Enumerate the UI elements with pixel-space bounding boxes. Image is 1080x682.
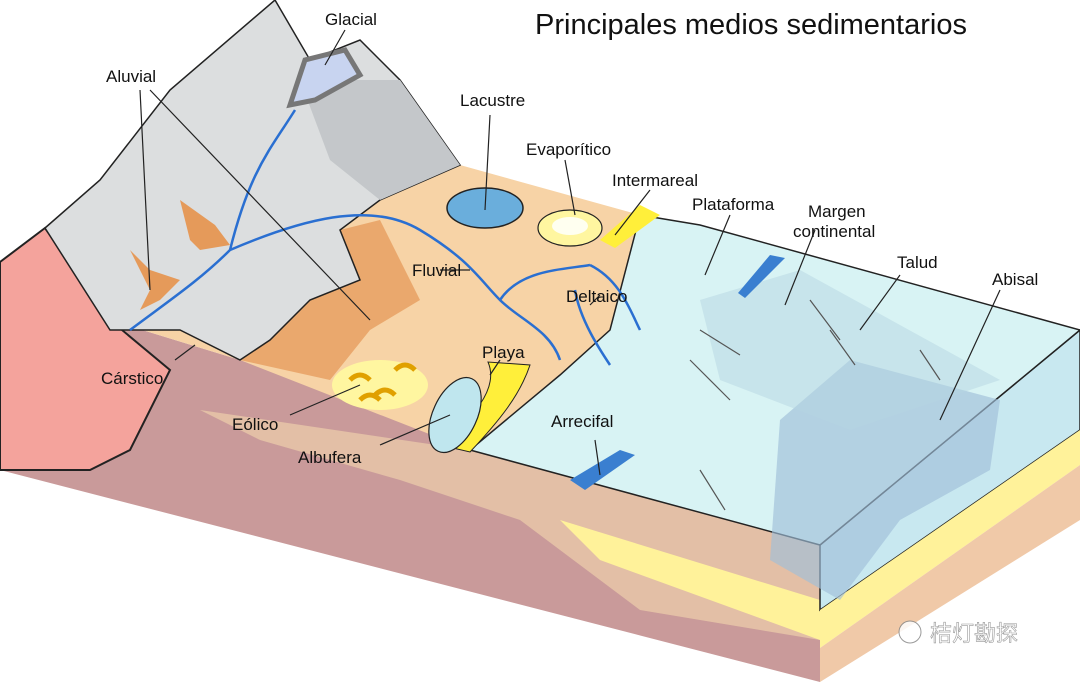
wechat-icon bbox=[898, 620, 922, 644]
label-lacustre: Lacustre bbox=[460, 91, 525, 110]
label-eolico: Eólico bbox=[232, 415, 278, 434]
label-margen: Margen bbox=[808, 202, 866, 221]
glacier bbox=[286, 47, 364, 109]
mountain-shadow bbox=[300, 80, 460, 200]
right-face-base bbox=[820, 465, 1080, 682]
label-intermareal: Intermareal bbox=[612, 171, 698, 190]
label-albufera: Albufera bbox=[298, 448, 362, 467]
dune-field bbox=[332, 360, 428, 410]
label-talud: Talud bbox=[897, 253, 938, 272]
sand-layer-front bbox=[560, 520, 820, 640]
diagram-title: Principales medios sedimentarios bbox=[535, 9, 967, 41]
shelf-reef bbox=[738, 255, 785, 298]
reef bbox=[570, 450, 635, 490]
label-playa: Playa bbox=[482, 343, 525, 362]
label-abisal: Abisal bbox=[992, 270, 1038, 289]
alluvial-fan-1 bbox=[130, 250, 180, 310]
lagoon bbox=[428, 376, 482, 454]
label-glacial: Glacial bbox=[325, 10, 377, 29]
evaporite-core bbox=[552, 217, 588, 235]
label-aluvial: Aluvial bbox=[106, 67, 156, 86]
alluvial-fan-2 bbox=[180, 200, 230, 250]
intertidal-strip bbox=[600, 205, 660, 248]
leader-lines bbox=[139, 29, 1001, 476]
watermark-text: 桔灯勘探 bbox=[930, 622, 1018, 647]
label-carstico: Cárstico bbox=[101, 369, 163, 388]
dune bbox=[348, 362, 417, 402]
label-deltaico: Deltaico bbox=[566, 287, 627, 306]
slope-zone bbox=[700, 270, 1000, 430]
label-plataforma: Plataforma bbox=[692, 195, 775, 214]
label-evaporitico: Evaporítico bbox=[526, 140, 611, 159]
river bbox=[129, 109, 642, 366]
label-arrecifal: Arrecifal bbox=[551, 412, 613, 431]
right-face-sand bbox=[820, 430, 1080, 648]
label-fluvial: Fluvial bbox=[412, 261, 461, 280]
label-continental: continental bbox=[793, 222, 875, 241]
slope-marks bbox=[689, 299, 941, 511]
watermark: 桔灯勘探 bbox=[898, 620, 1018, 647]
